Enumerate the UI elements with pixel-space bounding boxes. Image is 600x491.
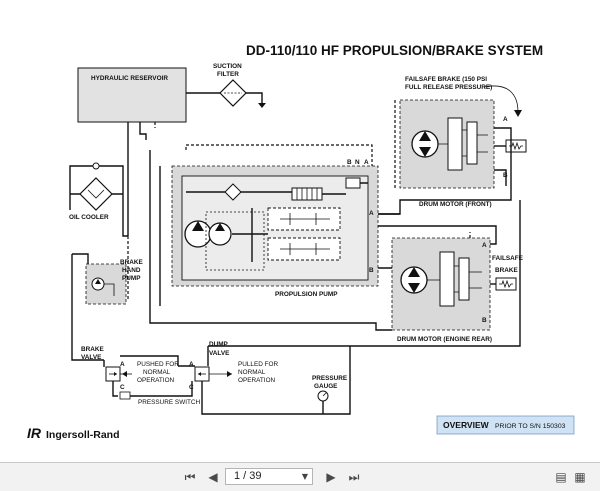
last-page-icon[interactable]: ⏭ [348,470,360,484]
pressure-gauge-label-1: PRESSURE [312,375,348,382]
pdf-viewer-toolbar: ⏮ ◀ 1 / 39 ▼ ▶ ⏭ ▤ ▦ [0,462,600,491]
pressure-switch-label: PRESSURE SWITCH [138,399,201,406]
brake-valve-label-1: BRAKE [81,346,104,353]
suction-label: SUCTION [213,63,242,70]
pressure-gauge-label-2: GAUGE [314,383,338,390]
prior-serial-note: PRIOR TO S/N 150303 [495,423,566,430]
hydraulic-schematic: DD-110/110 HF PROPULSION/BRAKE SYSTEM HY… [27,43,575,441]
page-number-select[interactable]: 1 / 39 ▼ [225,468,313,485]
filter-label: FILTER [217,71,239,78]
previous-page-icon[interactable]: ◀ [208,470,218,484]
first-page-icon[interactable]: ⏮ [184,470,196,484]
brake-hand-pump-label-2: HAND [122,267,141,274]
svg-text:C: C [189,384,194,391]
svg-text:B: B [369,267,374,274]
dump-valve-label-2: VALVE [209,350,230,357]
dump-valve-label-1: DUMP [209,341,229,348]
hydraulic-reservoir-label: HYDRAULIC RESERVOIR [91,75,168,82]
hydraulic-reservoir [77,67,187,123]
oil-cooler-label: OIL COOLER [69,214,109,221]
svg-text:B: B [347,159,352,166]
failsafe-brake-top-label-1: FAILSAFE BRAKE (150 PSI [405,76,487,83]
next-page-icon[interactable]: ▶ [326,470,336,484]
svg-text:B: B [482,317,487,324]
brand-mark-logo: IR [27,425,42,441]
chevron-down-icon: ▼ [301,472,308,481]
grid-view-icon[interactable]: ▦ [574,470,586,484]
svg-text:C: C [120,384,125,391]
propulsion-pump-label: PROPULSION PUMP [275,291,338,298]
overview-label: OVERVIEW [443,420,490,430]
svg-text:A: A [364,159,369,166]
failsafe-brake-rear-label-1: FAILSAFE [492,255,524,262]
brand-name: Ingersoll-Rand [46,429,120,441]
pdf-page: DD-110/110 HF PROPULSION/BRAKE SYSTEM HY… [27,43,575,441]
diagram-title: DD-110/110 HF PROPULSION/BRAKE SYSTEM [246,43,543,58]
overview-box [436,415,575,435]
svg-text:A: A [120,361,125,368]
svg-text:N: N [355,159,360,166]
svg-text:A: A [189,361,194,368]
brake-hand-pump-label-1: BRAKE [120,259,143,266]
pulled-label-1: PULLED FOR [238,361,279,368]
brake-valve-label-2: VALVE [81,354,102,361]
svg-text:A: A [369,210,374,217]
drum-motor-front-label: DRUM MOTOR (FRONT) [419,201,492,208]
page-number-value: 1 / 39 [234,470,262,482]
pushed-label-3: OPERATION [137,377,175,384]
svg-text:A: A [482,242,487,249]
pushed-label-1: PUSHED FOR [137,361,179,368]
pulled-label-2: NORMAL [238,369,266,376]
failsafe-brake-rear-label-2: BRAKE [495,267,518,274]
pulled-label-3: OPERATION [238,377,276,384]
drum-motor-rear-label: DRUM MOTOR (ENGINE REAR) [397,336,492,343]
svg-text:A: A [503,116,508,123]
brake-hand-pump-label-3: PUMP [122,275,141,282]
failsafe-brake-top-label-2: FULL RELEASE PRESSURE) [405,84,492,91]
single-page-view-icon[interactable]: ▤ [555,470,567,484]
pushed-label-2: NORMAL [143,369,171,376]
oil-cooler-symbol [79,177,113,211]
